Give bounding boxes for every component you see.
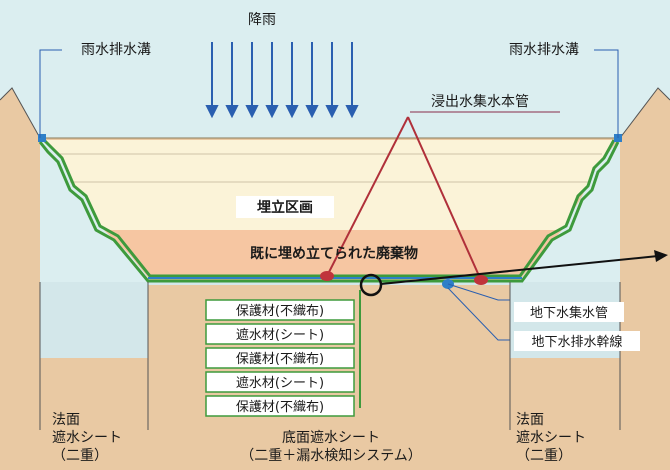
slope-sheet-left-line3: （二重） [52, 448, 108, 464]
groundwater-trunk-label: 地下水排水幹線 [531, 334, 622, 350]
landfill-zone-label-bg [236, 196, 334, 218]
rain-arrow-head [225, 105, 239, 119]
leader-groundwater-trunk [447, 287, 510, 341]
drain-left-label: 雨水排水溝 [81, 42, 151, 58]
detail-pointer-arrowhead [654, 250, 668, 262]
landfill-zone-label: 埋立区画 [257, 199, 313, 216]
rain-arrows [205, 42, 359, 119]
layer-label: 遮水材(シート) [236, 375, 324, 391]
slope-sheet-right-line3: （二重） [516, 448, 572, 464]
leachate-pipe-left [320, 271, 334, 281]
leachate-pipe-lines [326, 116, 481, 279]
slope-sheet-right-line1: 法面 [516, 412, 544, 428]
ground-left [0, 88, 40, 470]
layer-label: 保護材(不織布) [236, 303, 324, 319]
left-slope-edge [0, 87, 41, 139]
rain-arrow-head [265, 105, 279, 119]
existing-waste-layer [104, 230, 562, 274]
leachate-line-right [407, 116, 481, 279]
liner-lower [38, 141, 620, 283]
rain-arrow-head [345, 105, 359, 119]
layer-box [205, 347, 355, 369]
slope-sheet-left-line1: 法面 [52, 412, 80, 428]
detail-highlight-circle [359, 273, 383, 297]
leader-lines [39, 49, 619, 341]
ground-right [620, 88, 670, 470]
right-slope-edge [619, 87, 670, 139]
rain-arrow-head [285, 105, 299, 119]
groundwater-pipe-label-bg [514, 302, 624, 322]
drain-right-label: 雨水排水溝 [509, 42, 579, 58]
layer-box [205, 371, 355, 393]
leachate-pipe-label: 浸出水集水本管 [431, 93, 529, 110]
layer-box [205, 299, 355, 321]
existing-waste-label: 既に埋め立てられた廃棄物 [250, 245, 418, 262]
rain-label: 降雨 [248, 12, 276, 28]
layer-box [205, 395, 355, 417]
rain-arrow-head [325, 105, 339, 119]
leader-drain-left [39, 49, 62, 138]
liner-upper [42, 138, 616, 278]
detail-pointer-line [380, 255, 659, 285]
layer-label: 保護材(不織布) [236, 399, 324, 415]
bottom-sheet-line2: （二重＋漏水検知システム） [240, 447, 422, 464]
leachate-line-left [326, 116, 409, 277]
liner-layer-stack: 保護材(不織布) 遮水材(シート) 保護材(不織布) 遮水材(シート) 保護材(… [205, 290, 361, 417]
slope-sheet-right-line2: 遮水シート [516, 430, 586, 446]
bottom-sheet-line1: 底面遮水シート [282, 430, 380, 446]
leachate-pipe-right [474, 275, 488, 285]
drain-ditch-left [38, 134, 46, 142]
rain-arrow-head [305, 105, 319, 119]
layer-label: 保護材(不織布) [236, 351, 324, 367]
groundwater-pipe-label: 地下水集水管 [530, 305, 608, 321]
leader-drain-right [594, 49, 619, 138]
groundwater-trunk-label-bg [514, 331, 640, 351]
rain-arrow-head [205, 105, 219, 119]
layer-box [205, 323, 355, 345]
slope-sheet-left-line2: 遮水シート [52, 430, 122, 446]
leader-groundwater-pipe [447, 283, 510, 301]
rain-arrow-head [245, 105, 259, 119]
layer-label: 遮水材(シート) [236, 327, 324, 343]
